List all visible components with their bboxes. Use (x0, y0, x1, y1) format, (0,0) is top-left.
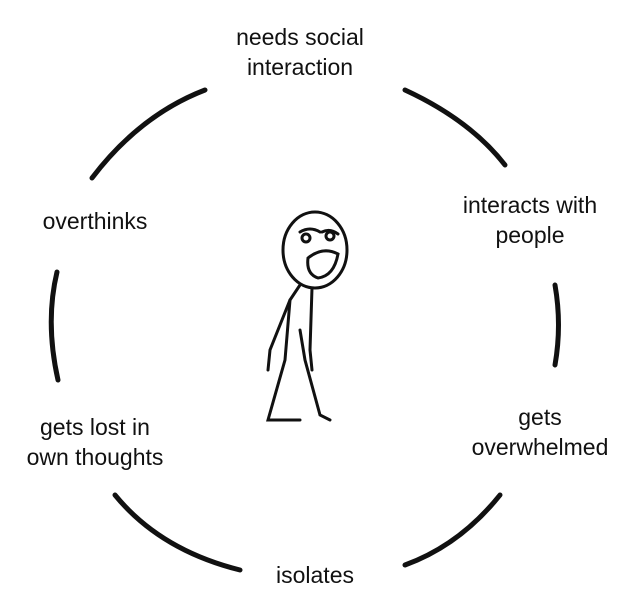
step-interacts-with-people: interacts with people (420, 190, 640, 250)
step-text: people (495, 222, 565, 248)
step-text: overthinks (42, 208, 148, 234)
step-text: gets lost in (40, 414, 150, 440)
step-overthinks: overthinks (0, 206, 190, 236)
step-text: gets (518, 404, 562, 430)
step-text: overwhelmed (471, 434, 609, 460)
step-text: interacts with (462, 192, 598, 218)
arc-left (48, 269, 61, 383)
arc-right (552, 282, 561, 368)
step-text: own thoughts (26, 444, 164, 470)
arc-bottom-right (402, 492, 503, 568)
arc-top-left (89, 87, 208, 181)
step-gets-lost-in-own-thoughts: gets lost in own thoughts (0, 412, 195, 472)
step-text: interaction (246, 54, 354, 80)
step-needs-social-interaction: needs social interaction (200, 22, 400, 82)
step-text: isolates (276, 562, 354, 588)
arc-top-right (402, 87, 508, 168)
step-gets-overwhelmed: gets overwhelmed (440, 402, 640, 462)
step-text: needs social (236, 24, 364, 50)
step-isolates: isolates (215, 560, 415, 590)
arc-bottom-left (112, 492, 243, 573)
stick-figure (266, 210, 349, 422)
